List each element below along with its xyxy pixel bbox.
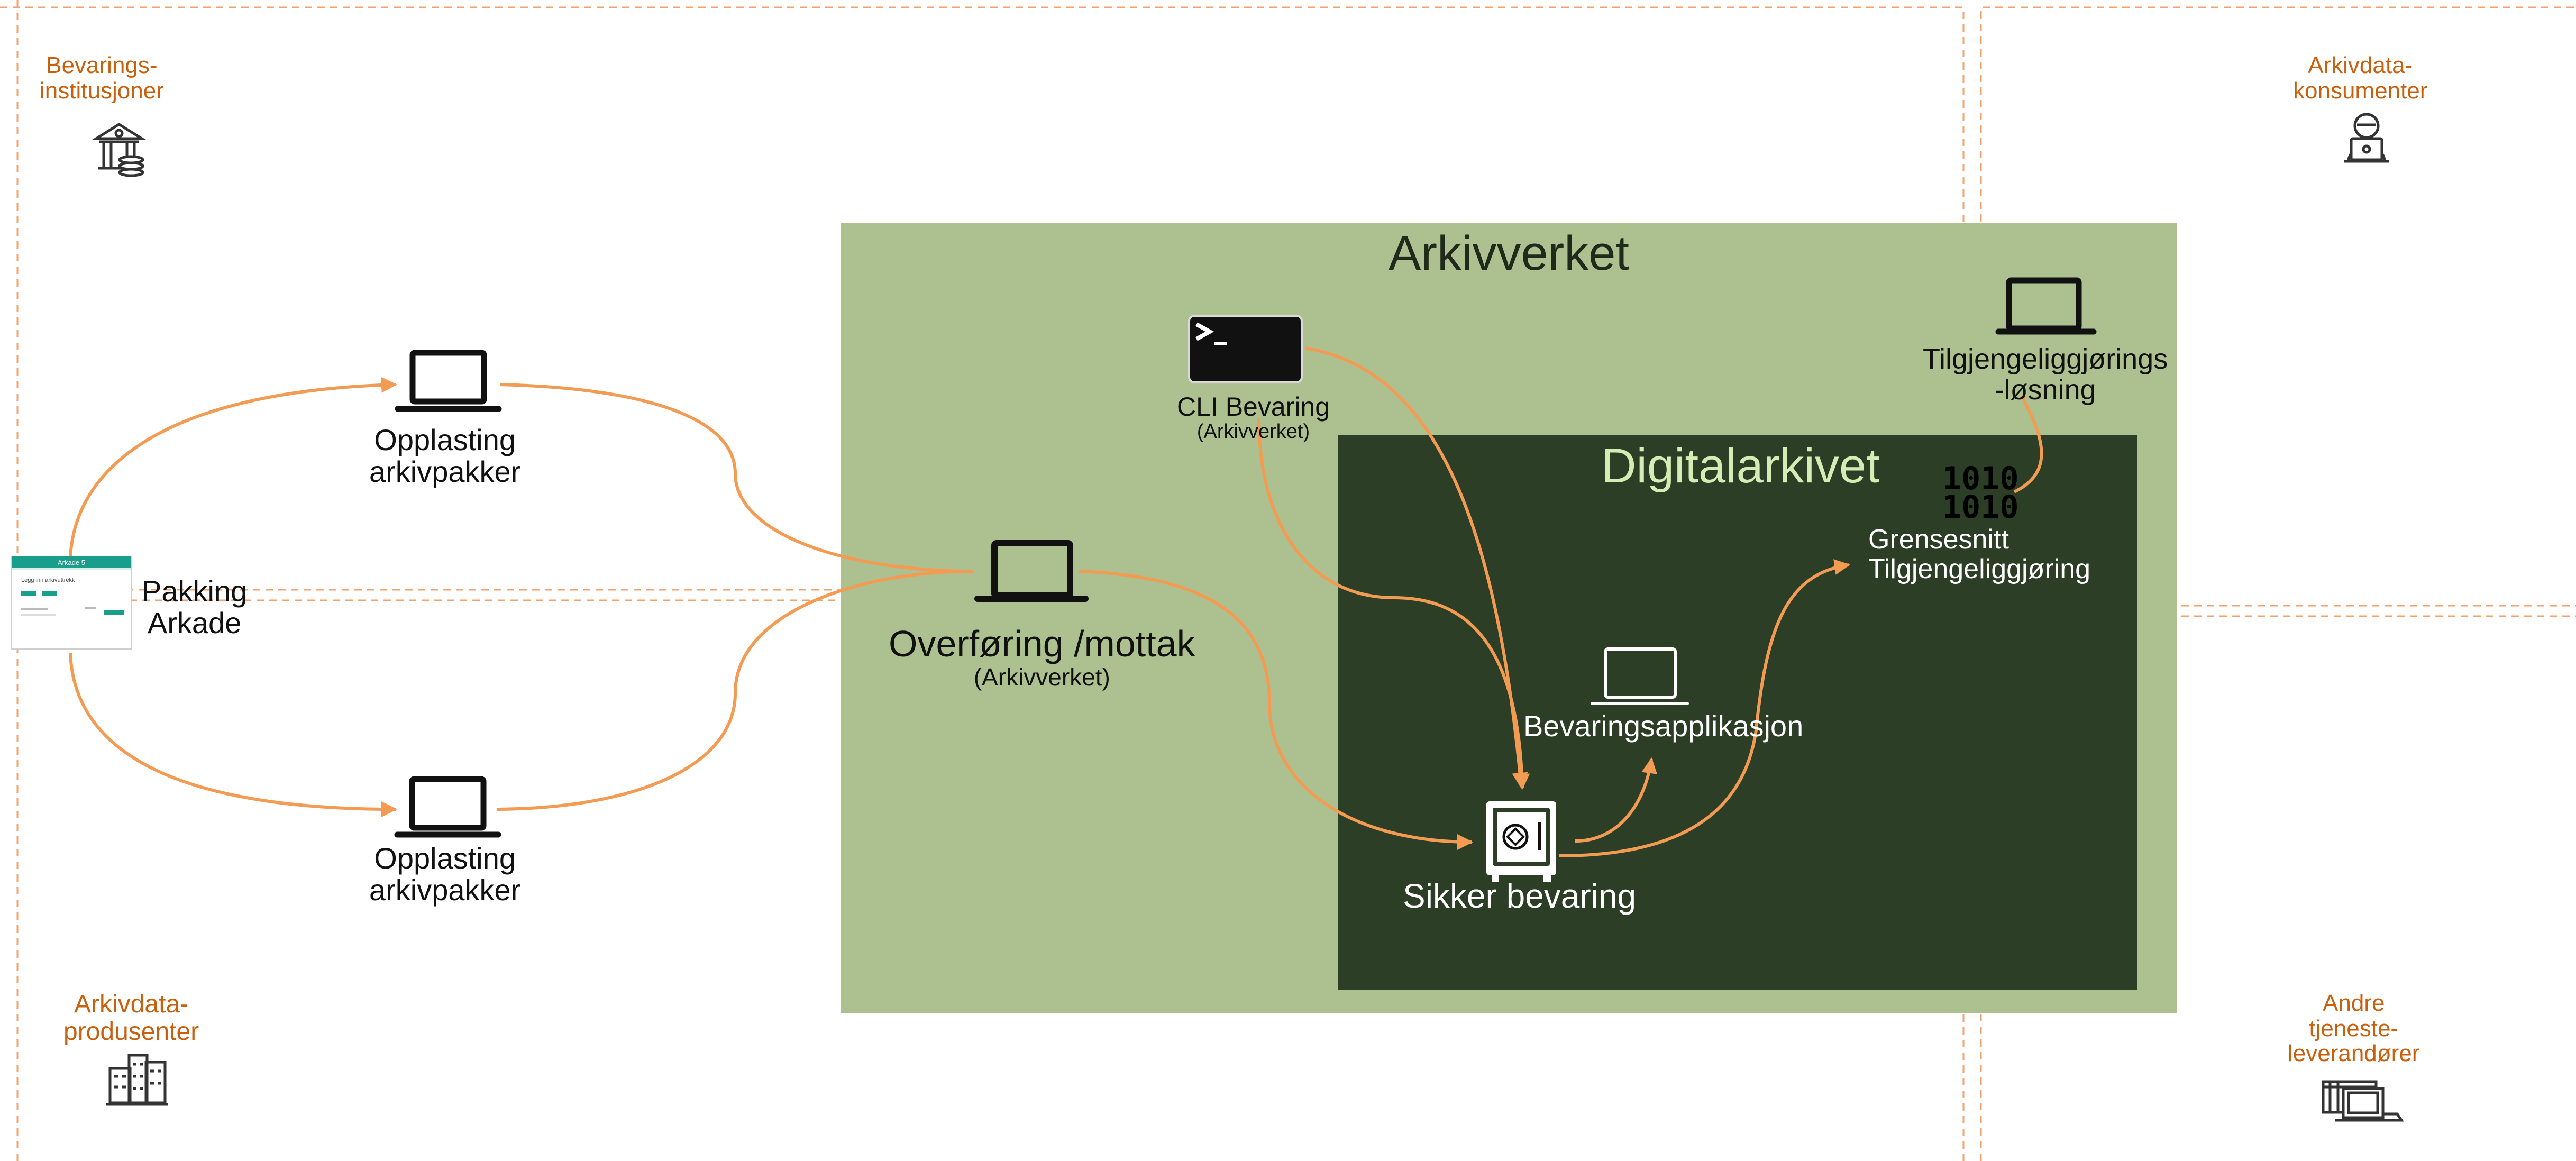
interface-line: Tilgjengeliggjøring: [1868, 554, 2091, 585]
office-buildings-icon: [106, 1054, 168, 1106]
laptop-icon-transfer: [974, 540, 1089, 602]
service-screens-icon: [2322, 1080, 2404, 1122]
cli-sub: (Arkivverket): [1196, 420, 1310, 443]
laptop-icon-access: [1995, 277, 2097, 335]
pakking-arkade-label: Pakking Arkade: [142, 575, 247, 639]
pakking-line: Pakking: [142, 574, 248, 608]
arrow-upload-top-to-transfer: [499, 383, 974, 573]
upload-line: Opplasting: [374, 423, 516, 456]
binary-line: 1010: [1942, 489, 2019, 526]
upload-bottom-label: Opplasting arkivpakker: [369, 842, 521, 907]
secure-label: Sikker bevaring: [1403, 877, 1637, 915]
arkade-window-heading: Legg inn arkivuttrekk: [21, 577, 75, 583]
access-line: Tilgjengeliggjørings: [1923, 343, 2168, 375]
corner-label-line: institusjoner: [40, 77, 164, 104]
upload-top-label: Opplasting arkivpakker: [369, 424, 520, 488]
arrow-cli-to-secure-b: [1305, 346, 1528, 789]
transfer-sub: (Arkivverket): [973, 663, 1110, 691]
institution-building-icon: [92, 123, 147, 177]
digitalarkivet-box: [1338, 435, 2137, 990]
cli-label: CLI Bevaring (Arkivverket): [1177, 392, 1330, 443]
corner-label-line: tjeneste-: [2309, 1015, 2399, 1041]
cli-title: CLI Bevaring: [1177, 392, 1330, 422]
corner-label-arkivdatakonsumenter: Arkivdata- konsumenter: [2293, 53, 2427, 103]
upload-line: Opplasting: [374, 842, 516, 875]
arkade-line: Arkade: [147, 606, 242, 640]
arrow-transfer-to-secure: [1079, 570, 1473, 850]
corner-label-line: Arkivdata-: [74, 990, 189, 1018]
corner-label-line: Arkivdata-: [2308, 52, 2413, 78]
interface-label: Grensesnitt Tilgjengeliggjøring: [1868, 525, 2090, 584]
interface-line: Grensesnitt: [1868, 524, 2009, 555]
arkade-window: [11, 556, 132, 650]
arrow-interface-to-access: [2013, 394, 2043, 493]
laptop-icon-preservation-app: [1591, 647, 1689, 705]
corner-label-line: konsumenter: [2293, 77, 2428, 104]
arrow-pakking-to-upload-top: [69, 377, 397, 559]
corner-label-line: Andre: [2323, 990, 2385, 1016]
access-solution-label: Tilgjengeliggjørings -løsning: [1923, 344, 2168, 406]
laptop-icon-upload-bottom: [394, 776, 501, 838]
corner-label-andre-tjenesteleverandorer: Andre tjeneste- leverandører: [2288, 991, 2419, 1066]
arrow-cli-to-secure-a: [1257, 417, 1530, 790]
corner-label-line: produsenter: [63, 1017, 199, 1046]
arrows: [69, 346, 2043, 857]
binary-data-icon: 1010 1010: [1942, 460, 2019, 526]
transfer-title: Overføring /mottak: [889, 623, 1195, 664]
safe-icon: [1486, 801, 1556, 882]
laptop-icon-upload-top: [395, 350, 502, 412]
upload-line: arkivpakker: [369, 455, 521, 489]
arrow-secure-to-interface: [1559, 559, 1850, 857]
arrow-pakking-to-upload-bottom: [69, 653, 397, 817]
arrow-secure-to-app: [1575, 757, 1658, 843]
upload-line: arkivpakker: [369, 873, 521, 907]
binary-line: 1010: [1942, 460, 2019, 497]
access-line: -løsning: [1994, 374, 2096, 406]
arkivverket-title: Arkivverket: [1389, 226, 1629, 280]
transfer-label: Overføring /mottak (Arkivverket): [889, 624, 1195, 690]
corner-label-arkivdataprodusenter: Arkivdata- produsenter: [63, 991, 199, 1046]
digitalarkivet-title: Digitalarkivet: [1601, 439, 1880, 493]
user-laptop-icon: [2344, 113, 2389, 163]
corner-label-line: Bevarings-: [46, 52, 158, 78]
corner-label-bevaringsinstitusjoner: Bevarings- institusjoner: [40, 53, 164, 103]
boundary-mid-right: [2169, 605, 2576, 617]
corner-label-line: leverandører: [2288, 1040, 2420, 1067]
arkade-window-title: Arkade 5: [58, 559, 85, 566]
preservation-app-label: Bevaringsapplikasjon: [1523, 709, 1804, 743]
arrow-upload-bottom-to-transfer: [497, 570, 974, 811]
terminal-icon: [1188, 315, 1303, 383]
